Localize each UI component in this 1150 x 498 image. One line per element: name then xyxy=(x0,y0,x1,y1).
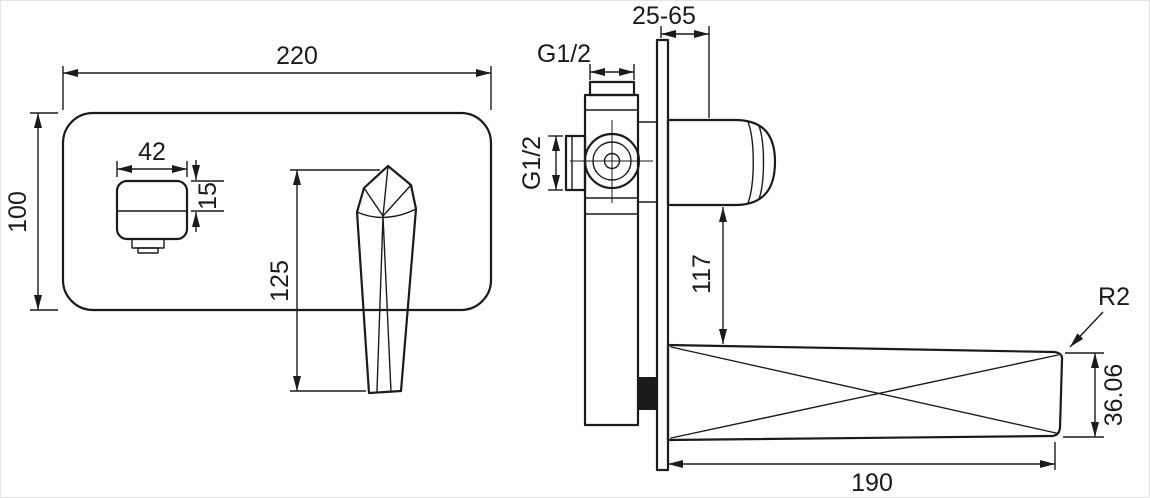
valve-body xyxy=(583,93,640,427)
dim-outlet-thread: G1/2 xyxy=(518,135,563,191)
spout-diagonal-line xyxy=(670,354,1059,439)
spout-connector xyxy=(638,377,657,410)
wall-plate-side xyxy=(655,38,670,472)
dim-handle-length: 125 xyxy=(266,169,380,392)
side-inlet-fitting xyxy=(564,134,587,192)
dim-spout-face-height: 15 xyxy=(191,160,224,232)
dim-wall-depth: 25-65 xyxy=(632,2,710,118)
holder-cap-curve xyxy=(758,125,765,200)
spout-holder-side xyxy=(666,118,777,207)
aerator-tip xyxy=(137,247,159,254)
dim-label-spout-end-height: 36.06 xyxy=(1100,364,1128,427)
side-view: 25-65 G1/2 G1/2 117 R2 36.06 xyxy=(518,2,1130,497)
dim-label-plate-height: 100 xyxy=(4,191,32,233)
handle-ridge-line xyxy=(382,165,389,217)
aerator xyxy=(131,238,165,249)
handle-front xyxy=(355,164,418,395)
top-inlet-stub xyxy=(588,80,636,97)
spout-diagonal-line xyxy=(670,346,1057,434)
spout-side xyxy=(666,343,1064,442)
handle-facet-lines xyxy=(363,184,412,217)
front-view: 220 100 42 15 125 xyxy=(4,42,493,395)
dim-label-spout-reach: 190 xyxy=(851,469,893,497)
dim-label-handle-length: 125 xyxy=(266,260,294,302)
radius-callout: R2 xyxy=(1069,283,1130,348)
dim-label-inlet-thread: G1/2 xyxy=(537,40,591,68)
dim-inlet-thread: G1/2 xyxy=(537,40,635,80)
spout-body-front xyxy=(115,179,189,241)
dim-spout-width: 42 xyxy=(116,138,188,177)
handle-outline xyxy=(355,164,418,395)
dim-label-spout-drop: 117 xyxy=(688,254,716,294)
dim-label-outlet-thread: G1/2 xyxy=(518,136,546,190)
spout-front xyxy=(115,179,189,254)
leader-line xyxy=(1069,311,1104,348)
holder-cap-curve xyxy=(747,121,754,204)
wall-plate-front xyxy=(61,111,493,312)
dim-label-plate-width: 220 xyxy=(276,42,318,70)
dim-spout-drop: 117 xyxy=(688,207,727,344)
dim-plate-width: 220 xyxy=(62,42,492,110)
dim-spout-reach: 190 xyxy=(668,442,1056,497)
dim-label-spout-face-height: 15 xyxy=(194,182,222,210)
dim-spout-end-height: 36.06 xyxy=(1063,352,1128,438)
dim-plate-height: 100 xyxy=(4,112,58,311)
dim-label-wall-depth: 25-65 xyxy=(632,2,696,30)
dim-label-corner-radius: R2 xyxy=(1098,283,1130,311)
handle-shaft-facet-lines xyxy=(376,215,392,393)
dim-label-spout-width: 42 xyxy=(138,138,166,166)
handle-head-line xyxy=(356,208,417,219)
